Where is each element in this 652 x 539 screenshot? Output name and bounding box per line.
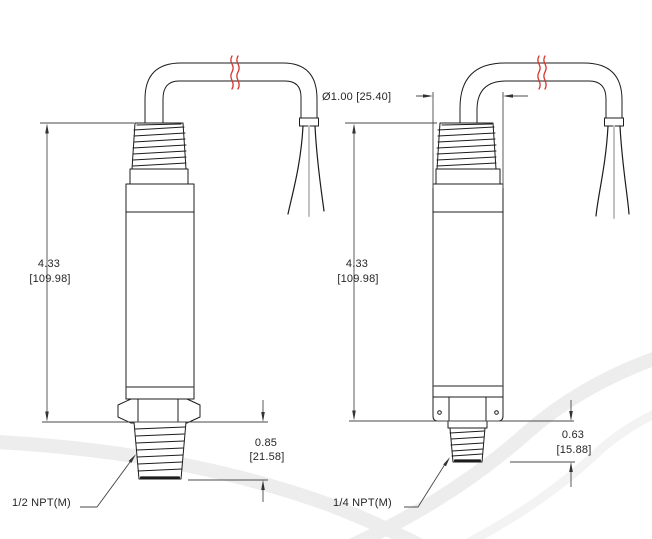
right-conduit	[459, 62, 624, 127]
left-hex-nut	[117, 398, 201, 424]
right-conduit-end-fitting	[604, 117, 624, 127]
right-view: Ø1.00 [25.40] 4.33 [109.98] 0.63 [15.88]…	[322, 55, 630, 509]
right-base-flange	[432, 396, 504, 422]
right-height-dim-inches: 4.33	[346, 258, 368, 270]
right-thread-dim-mm: [15.88]	[556, 444, 591, 456]
right-leader-arrow	[443, 457, 450, 467]
left-body	[125, 183, 195, 400]
right-collar	[435, 168, 501, 185]
watermark-swoosh	[0, 352, 652, 539]
right-base-screw-right	[494, 410, 499, 415]
right-base-facets	[448, 396, 487, 422]
left-cap-threads	[132, 123, 187, 167]
right-height-dim-mm: [109.98]	[337, 273, 378, 285]
right-diameter-dimension: Ø1.00 [25.40]	[322, 91, 528, 188]
right-base-step	[447, 420, 488, 429]
right-body	[432, 183, 504, 398]
left-thread-dim-inches: 0.85	[255, 437, 277, 449]
right-thread-callout: 1/4 NPT(M)	[333, 457, 450, 509]
right-break-mark	[537, 55, 547, 90]
right-height-dimension: 4.33 [109.98]	[337, 122, 574, 422]
right-thread-dimension: 0.63 [15.88]	[510, 400, 591, 487]
left-leader-line	[80, 457, 134, 508]
left-body-seams	[125, 211, 195, 388]
right-sensor-body	[432, 122, 504, 463]
right-thread-dim-inches: 0.63	[562, 429, 584, 441]
left-height-dimension: 4.33 [109.98]	[29, 122, 268, 423]
left-thread-callout: 1/2 NPT(M)	[12, 454, 136, 509]
right-wires	[595, 125, 630, 219]
left-hex-facets	[137, 398, 179, 424]
watermark-arc-right	[348, 352, 652, 539]
left-height-dim-mm: [109.98]	[29, 273, 70, 285]
left-break-mark	[230, 55, 240, 90]
right-diameter-dim-text: Ø1.00 [25.40]	[322, 91, 391, 103]
left-thread-label: 1/2 NPT(M)	[12, 497, 71, 509]
right-cap-threads	[436, 123, 497, 167]
left-view: 4.33 [109.98] 0.85 [21.58] 1/2 NPT(M)	[12, 55, 325, 509]
left-conduit-end-fitting	[299, 117, 319, 127]
left-height-dim-inches: 4.33	[38, 258, 60, 270]
left-leader-arrow	[128, 454, 136, 463]
left-thread-dimension: 0.85 [21.58]	[188, 400, 284, 502]
right-npt-thread-lines	[449, 430, 485, 457]
right-base-screw-left	[437, 410, 442, 415]
left-thread-dim-mm: [21.58]	[249, 451, 284, 463]
right-leader-line	[404, 460, 448, 508]
right-thread-label: 1/4 NPT(M)	[333, 497, 392, 509]
left-wires	[287, 125, 325, 217]
left-sensor-body	[117, 122, 201, 480]
left-npt-thread-lines	[134, 426, 186, 472]
right-body-seams	[432, 211, 504, 387]
left-collar	[129, 168, 189, 185]
